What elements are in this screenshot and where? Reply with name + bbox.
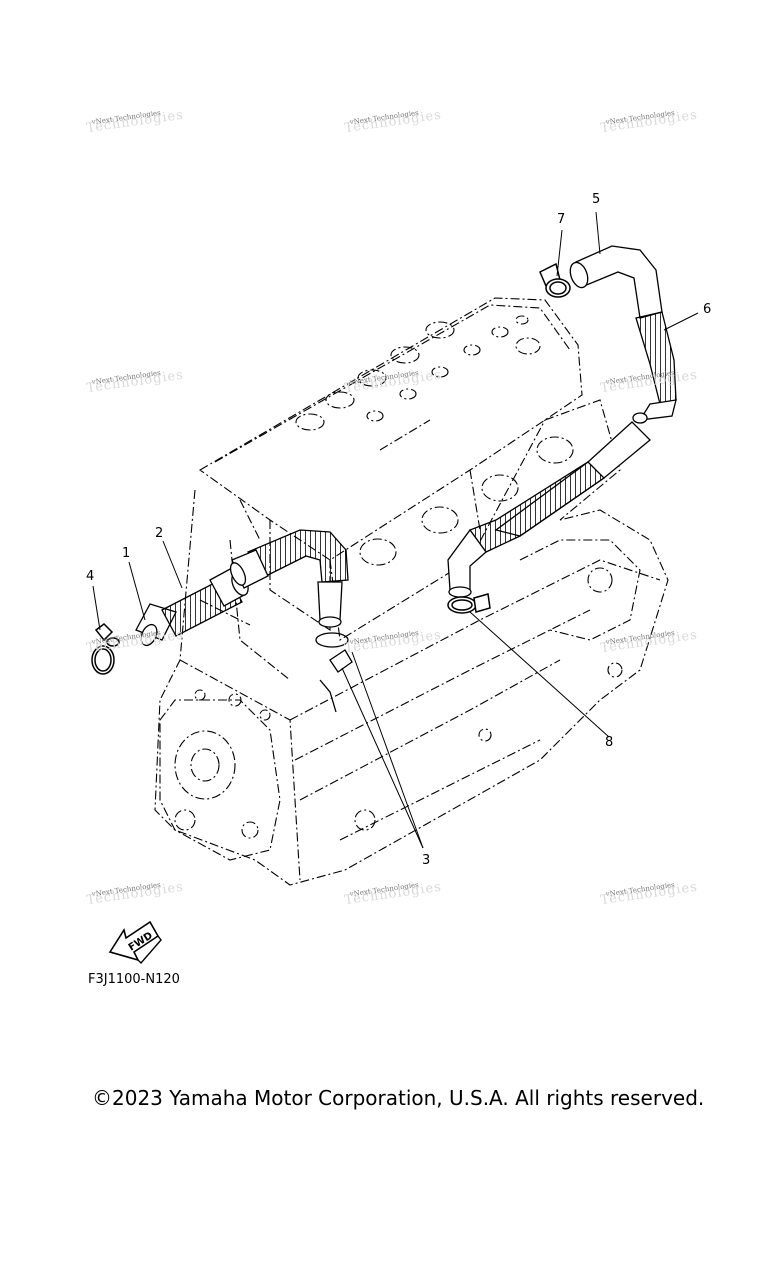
engine-block [154, 297, 669, 886]
part-6-corrugated-hose [632, 311, 677, 424]
leader-lines [92, 211, 699, 849]
long-corrugated-hose [447, 421, 651, 598]
copyright-notice: ©2023 Yamaha Motor Corporation, U.S.A. A… [92, 1086, 705, 1110]
callout-1: 1 [122, 546, 131, 561]
part-5-hose [569, 245, 663, 319]
part-4-clamp [91, 623, 120, 675]
fwd-arrow: FWD [108, 920, 162, 965]
callout-8: 8 [605, 735, 614, 750]
callout-7: 7 [557, 212, 566, 227]
callout-6: 6 [703, 302, 712, 317]
part-8-clamp [447, 593, 491, 614]
callout-3: 3 [422, 853, 431, 868]
diagram-code: F3J1100-N120 [88, 972, 180, 987]
part-3-clip [315, 632, 353, 713]
callout-2: 2 [155, 526, 164, 541]
callout-5: 5 [592, 192, 601, 207]
part-7-clamp [539, 262, 571, 298]
callout-4: 4 [86, 569, 95, 584]
left-elbow-hose [229, 529, 349, 628]
